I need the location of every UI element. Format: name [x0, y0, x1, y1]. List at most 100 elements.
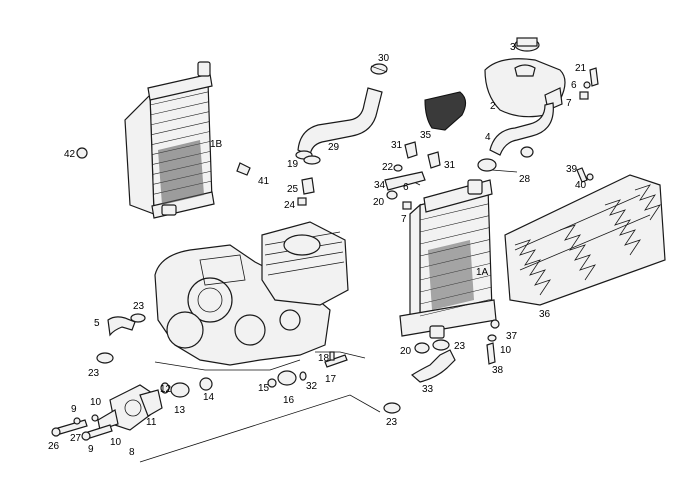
label-19: 19 — [287, 159, 299, 170]
screw-31-b — [427, 151, 441, 169]
label-5: 5 — [94, 318, 100, 329]
pin-32 — [299, 371, 307, 381]
label-33: 33 — [422, 384, 434, 395]
label-38: 38 — [492, 365, 504, 376]
grommet-20-b — [414, 342, 430, 354]
clamp-23-d — [432, 339, 450, 351]
bracket-35 — [424, 91, 467, 131]
label-40: 40 — [575, 180, 587, 191]
radiator-1b — [124, 61, 215, 219]
label-1B: 1B — [210, 139, 223, 150]
nut-7-a — [402, 201, 412, 210]
label-10-c: 10 — [500, 345, 512, 356]
label-17: 17 — [325, 374, 337, 385]
screw-31-a — [404, 141, 418, 159]
pin-18 — [329, 351, 335, 361]
label-20-a: 20 — [373, 197, 385, 208]
washer-22 — [393, 164, 403, 172]
seal-12 — [160, 382, 170, 394]
clamp-23-b — [96, 352, 114, 364]
label-34: 34 — [374, 180, 386, 191]
label-15: 15 — [258, 383, 270, 394]
label-14: 14 — [203, 392, 215, 403]
label-31-a: 31 — [391, 140, 403, 151]
grommet-37 — [490, 319, 500, 329]
bracket-34 — [384, 171, 426, 191]
label-9-b: 9 — [88, 444, 94, 455]
label-10-b: 10 — [110, 437, 122, 448]
label-23-b: 23 — [88, 368, 100, 379]
screws-9-10-26-27 — [51, 414, 113, 441]
label-30: 30 — [378, 53, 390, 64]
label-20-b: 20 — [400, 346, 412, 357]
gear-16 — [277, 370, 297, 386]
label-9-a: 9 — [71, 404, 77, 415]
label-13: 13 — [174, 405, 186, 416]
label-36: 36 — [539, 309, 551, 320]
label-21: 21 — [575, 63, 587, 74]
screw-39 — [576, 167, 588, 183]
label-42: 42 — [64, 149, 76, 160]
label-24: 24 — [284, 200, 296, 211]
label-26: 26 — [48, 441, 60, 452]
label-3: 3 — [510, 42, 516, 53]
gasket-11 — [139, 389, 163, 417]
label-7-b: 7 — [401, 214, 407, 225]
label-28: 28 — [519, 174, 531, 185]
label-18: 18 — [318, 353, 330, 364]
hose-33 — [410, 349, 456, 383]
hose-5 — [107, 316, 136, 337]
label-23-a: 23 — [133, 301, 145, 312]
part-labels: 1B 1A 2 3 4 5 6 6 7 7 8 9 9 10 10 10 11 … — [48, 42, 587, 458]
nut-24 — [297, 197, 307, 206]
clamp-28 — [520, 146, 534, 158]
label-8: 8 — [129, 447, 135, 458]
label-1A: 1A — [476, 267, 489, 278]
label-31-b: 31 — [444, 160, 456, 171]
clamp-19 — [303, 155, 321, 165]
radiator-1a — [399, 179, 497, 339]
screw-38 — [486, 342, 496, 365]
washer-10-c — [487, 334, 497, 342]
engine-block — [154, 221, 349, 366]
fitting-42 — [76, 147, 88, 159]
label-35: 35 — [420, 130, 432, 141]
label-16: 16 — [283, 395, 295, 406]
label-11: 11 — [146, 417, 157, 428]
sensor-25 — [301, 177, 315, 195]
washer-40 — [586, 173, 594, 181]
radiator-grille-36 — [504, 174, 666, 306]
washer-15 — [267, 378, 277, 388]
label-25: 25 — [287, 184, 299, 195]
label-12: 12 — [160, 384, 172, 395]
label-23-c: 23 — [386, 417, 398, 428]
label-4: 4 — [485, 132, 491, 143]
bearing-14 — [199, 377, 213, 391]
label-32: 32 — [306, 381, 318, 392]
sensor-41 — [236, 162, 251, 176]
shaft-17 — [324, 354, 348, 368]
screw-21 — [589, 67, 599, 87]
hose-4 — [489, 102, 554, 156]
label-23-d: 23 — [454, 341, 466, 352]
label-39: 39 — [566, 164, 578, 175]
hose-28 — [477, 158, 497, 172]
label-41: 41 — [258, 176, 270, 187]
label-7-a: 7 — [566, 98, 572, 109]
label-10-a: 10 — [90, 397, 102, 408]
label-29: 29 — [328, 142, 340, 153]
nut-7-b — [579, 91, 589, 100]
clamp-23-c — [383, 402, 401, 414]
label-6-a: 6 — [571, 80, 577, 91]
clamp-23-a — [130, 313, 146, 323]
grommet-20-a — [386, 190, 398, 200]
label-2: 2 — [490, 101, 496, 112]
label-37: 37 — [506, 331, 518, 342]
label-6-b: 6 — [403, 182, 409, 193]
label-27: 27 — [70, 433, 82, 444]
hose-29 — [295, 87, 383, 160]
washer-6 — [583, 81, 591, 89]
label-22: 22 — [382, 162, 394, 173]
impeller-13 — [170, 382, 190, 398]
